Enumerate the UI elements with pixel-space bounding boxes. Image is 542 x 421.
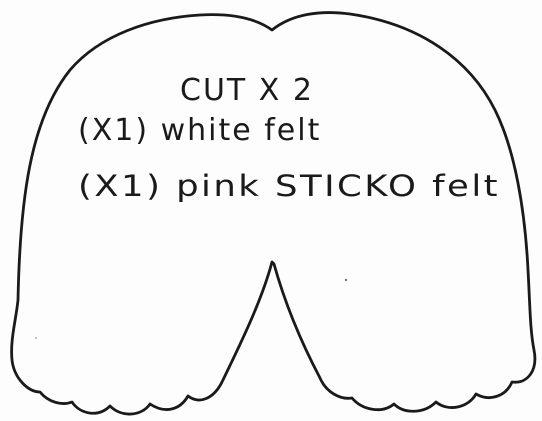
instruction-line-1: CUT X 2: [180, 73, 314, 108]
pencil-speck: [344, 278, 348, 282]
pencil-speck: [35, 337, 37, 339]
instruction-line-3: (X1) pink STICKO felt: [78, 169, 500, 203]
instruction-line-2: (X1) white felt: [78, 113, 321, 148]
pattern-outline: [10, 11, 537, 416]
